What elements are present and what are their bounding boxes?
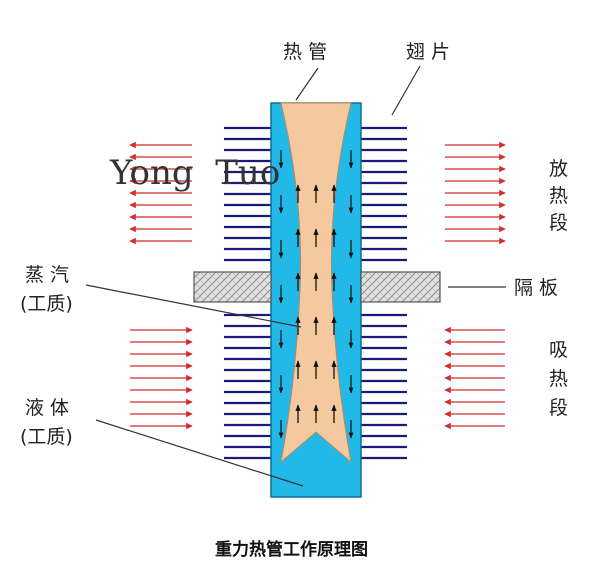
absorb-section-label-2: 热 bbox=[549, 368, 568, 390]
vapor-flow-arrows bbox=[295, 184, 337, 423]
partition-plate-right bbox=[360, 271, 441, 303]
vapor-label: 蒸 汽 bbox=[25, 264, 69, 286]
release-section-label-3: 段 bbox=[549, 212, 568, 234]
absorb-section-label-1: 吸 bbox=[549, 339, 568, 361]
heat-pipe-label: 热 管 bbox=[283, 41, 327, 63]
liquid-label: 液 体 bbox=[25, 397, 69, 419]
watermark: Yong Tuo bbox=[109, 153, 280, 193]
partition-label: 隔 板 bbox=[514, 277, 558, 299]
fins-label: 翅 片 bbox=[406, 41, 450, 63]
caption: 重力热管工作原理图 bbox=[215, 539, 368, 560]
vapor-sublabel: (工质) bbox=[20, 293, 73, 315]
heat-flow-arrows bbox=[129, 141, 506, 430]
absorb-section-label-3: 段 bbox=[549, 397, 568, 419]
liquid-sublabel: (工质) bbox=[20, 426, 73, 448]
fins-right bbox=[361, 126, 407, 460]
release-section-label-1: 放 bbox=[549, 158, 568, 180]
leader-lines bbox=[85, 65, 506, 487]
partition-plate-left bbox=[193, 271, 272, 303]
fins-left bbox=[224, 126, 271, 460]
liquid-flow-arrows bbox=[278, 150, 354, 439]
release-section-label-2: 热 bbox=[549, 185, 568, 207]
